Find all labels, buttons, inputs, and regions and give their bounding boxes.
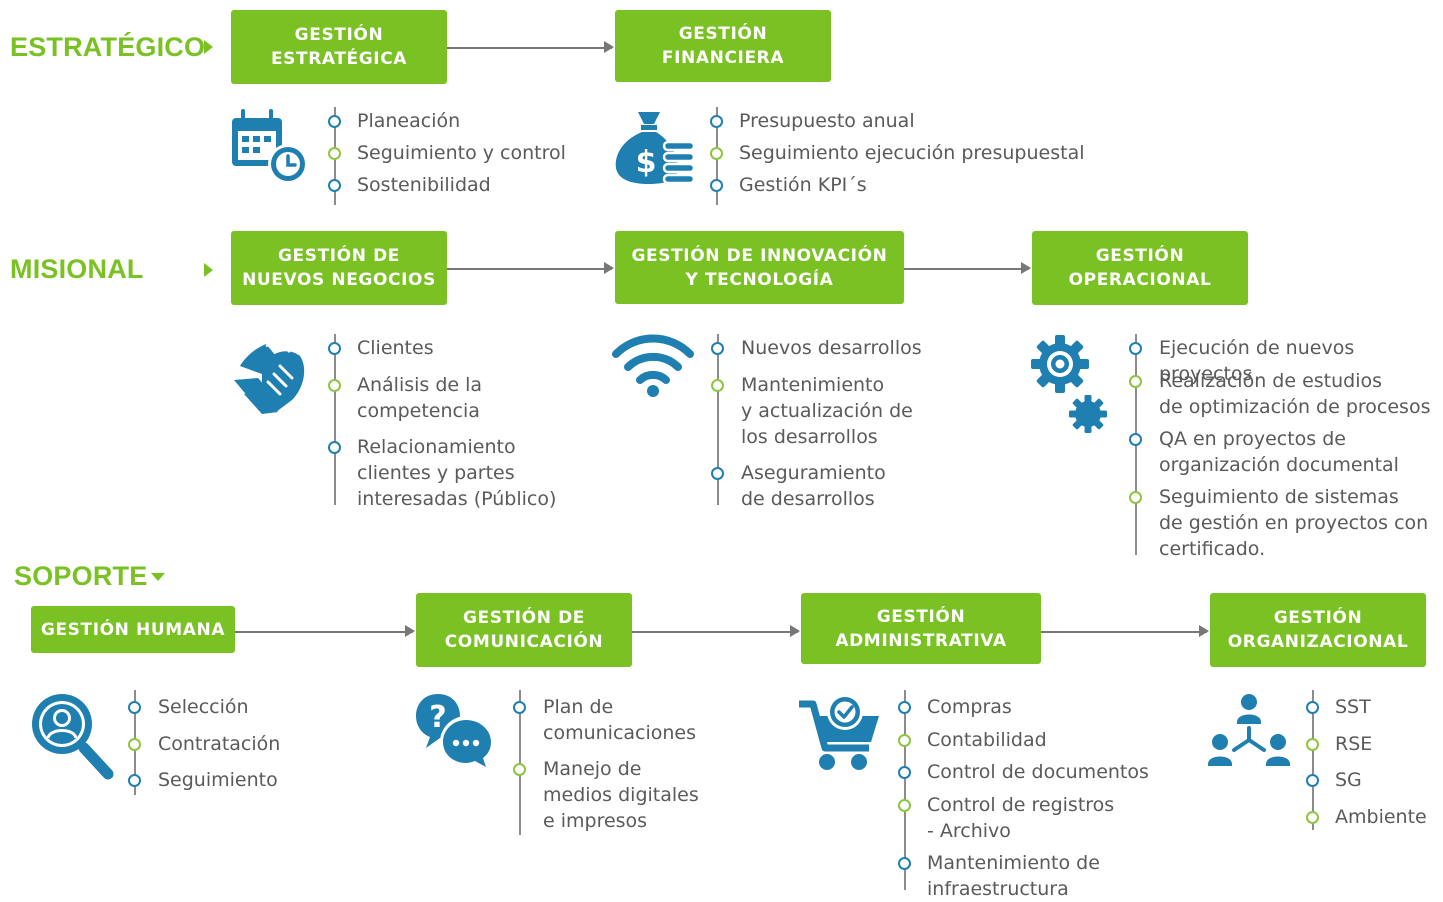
list-item: Mantenimiento y actualización de los des… <box>741 374 913 448</box>
box-gestion-administrativa: GESTIÓN ADMINISTRATIVA <box>801 593 1041 664</box>
bullet-dot <box>711 467 724 480</box>
bullet-dot <box>1306 701 1319 714</box>
bullet-dot <box>328 441 341 454</box>
box-gestion-innovacion: GESTIÓN DE INNOVACIÓN Y TECNOLOGÍA <box>615 231 904 304</box>
bullet-dot <box>710 115 723 128</box>
list-item: Compras <box>927 696 1012 718</box>
bullet-dot <box>898 734 911 747</box>
list-item: Contabilidad <box>927 729 1047 751</box>
box-gestion-financiera: GESTIÓN FINANCIERA <box>615 10 831 82</box>
connector-estrategica-financiera <box>447 42 614 52</box>
bullet-dot <box>710 147 723 160</box>
bullet-dot <box>328 342 341 355</box>
bullet-dot <box>128 701 141 714</box>
list-item: Seguimiento y control <box>357 142 566 164</box>
bullet-dot <box>898 701 911 714</box>
level-soporte: SOPORTE <box>14 561 148 591</box>
bullet-dot <box>328 379 341 392</box>
bullet-dot <box>1306 738 1319 751</box>
list-item: RSE <box>1335 733 1373 755</box>
list-item: Control de registros - Archivo <box>927 794 1115 842</box>
money-bag-icon: $ <box>615 112 696 185</box>
level-misional: MISIONAL <box>10 254 144 284</box>
list-item: SST <box>1335 696 1371 718</box>
connector-comunicacion-administrativa <box>632 626 800 636</box>
list-item: Seguimiento ejecución presupuestal <box>739 142 1085 164</box>
user-search-icon <box>32 694 114 780</box>
bullet-dot <box>1129 433 1142 446</box>
list-item: Selección <box>158 696 249 718</box>
list-item: Presupuesto anual <box>739 110 915 132</box>
list-item: Análisis de la competencia <box>357 374 483 422</box>
box-gestion-comunicacion: GESTIÓN DE COMUNICACIÓN <box>416 593 632 667</box>
bullet-dot <box>128 738 141 751</box>
wifi-icon <box>612 334 694 397</box>
bullet-dot <box>898 766 911 779</box>
list-item: Aseguramiento de desarrollos <box>741 462 886 510</box>
gears-icon <box>1031 335 1107 433</box>
list-item: Plan de comunicaciones <box>543 696 697 744</box>
list-item: Mantenimiento de infraestructura <box>927 852 1100 900</box>
bullet-dot <box>710 179 723 192</box>
bullet-dot <box>1306 811 1319 824</box>
bullet-dot <box>513 701 526 714</box>
list-nuevos-negocios-timeline <box>334 334 336 505</box>
list-administrativa-timeline <box>904 690 906 890</box>
box-gestion-organizacional: GESTIÓN ORGANIZACIONAL <box>1210 593 1426 667</box>
list-item: Seguimiento de sistemas de gestión en pr… <box>1159 486 1429 560</box>
connector-innovacion-operacional <box>904 263 1031 273</box>
bullet-dot <box>513 763 526 776</box>
list-item: Ejecución de nuevos proyectos <box>1159 337 1355 385</box>
connector-humana-comunicacion <box>235 626 415 636</box>
calendar-clock-icon <box>232 109 308 184</box>
list-item: Realización de estudios de optimización … <box>1159 370 1431 418</box>
level-estrategico-arrow <box>204 40 213 54</box>
svg-text:?: ? <box>429 700 446 735</box>
bullet-dot <box>328 179 341 192</box>
list-item: Manejo de medios digitales e impresos <box>543 758 699 832</box>
bullet-dot <box>898 799 911 812</box>
bullet-dot <box>128 774 141 787</box>
svg-text:$: $ <box>636 145 657 180</box>
bullet-dot <box>1129 375 1142 388</box>
list-item: Seguimiento <box>158 769 278 791</box>
shopping-cart-check-icon <box>799 694 879 770</box>
handshake-icon <box>234 340 305 414</box>
box-gestion-operacional: GESTIÓN OPERACIONAL <box>1032 231 1248 305</box>
connector-negocios-innovacion <box>447 263 614 273</box>
list-item: Clientes <box>357 337 434 359</box>
box-gestion-humana: GESTIÓN HUMANA <box>31 606 235 653</box>
list-item: Gestión KPI´s <box>739 174 867 196</box>
connector-administrativa-organizacional <box>1041 626 1209 636</box>
box-gestion-estrategica: GESTIÓN ESTRATÉGICA <box>231 10 447 84</box>
box-gestion-nuevos-negocios: GESTIÓN DE NUEVOS NEGOCIOS <box>231 231 447 305</box>
list-organizacional-timeline <box>1312 690 1314 830</box>
bullet-dot <box>1129 491 1142 504</box>
bullet-dot <box>711 379 724 392</box>
bullet-dot <box>328 115 341 128</box>
list-item: SG <box>1335 769 1362 791</box>
list-item: Sostenibilidad <box>357 174 491 196</box>
level-estrategico: ESTRATÉGICO <box>10 32 206 62</box>
list-item: Relacionamiento clientes y partes intere… <box>357 436 557 510</box>
bullet-dot <box>1306 774 1319 787</box>
chat-bubbles-icon: ? <box>416 694 494 770</box>
org-network-icon <box>1208 694 1290 766</box>
bullet-dot <box>898 857 911 870</box>
level-soporte-arrow <box>151 573 165 581</box>
list-item: Nuevos desarrollos <box>741 337 922 359</box>
list-item: Ambiente <box>1335 806 1427 828</box>
bullet-dot <box>328 147 341 160</box>
bullet-dot <box>711 342 724 355</box>
list-item: Planeación <box>357 110 461 132</box>
list-comunicacion-timeline <box>519 690 521 835</box>
list-item: Control de documentos <box>927 761 1149 783</box>
list-item: QA en proyectos de organización document… <box>1159 428 1399 476</box>
list-item: Contratación <box>158 733 281 755</box>
level-misional-arrow <box>204 263 213 277</box>
bullet-dot <box>1129 342 1142 355</box>
list-innovacion-timeline <box>717 334 719 505</box>
